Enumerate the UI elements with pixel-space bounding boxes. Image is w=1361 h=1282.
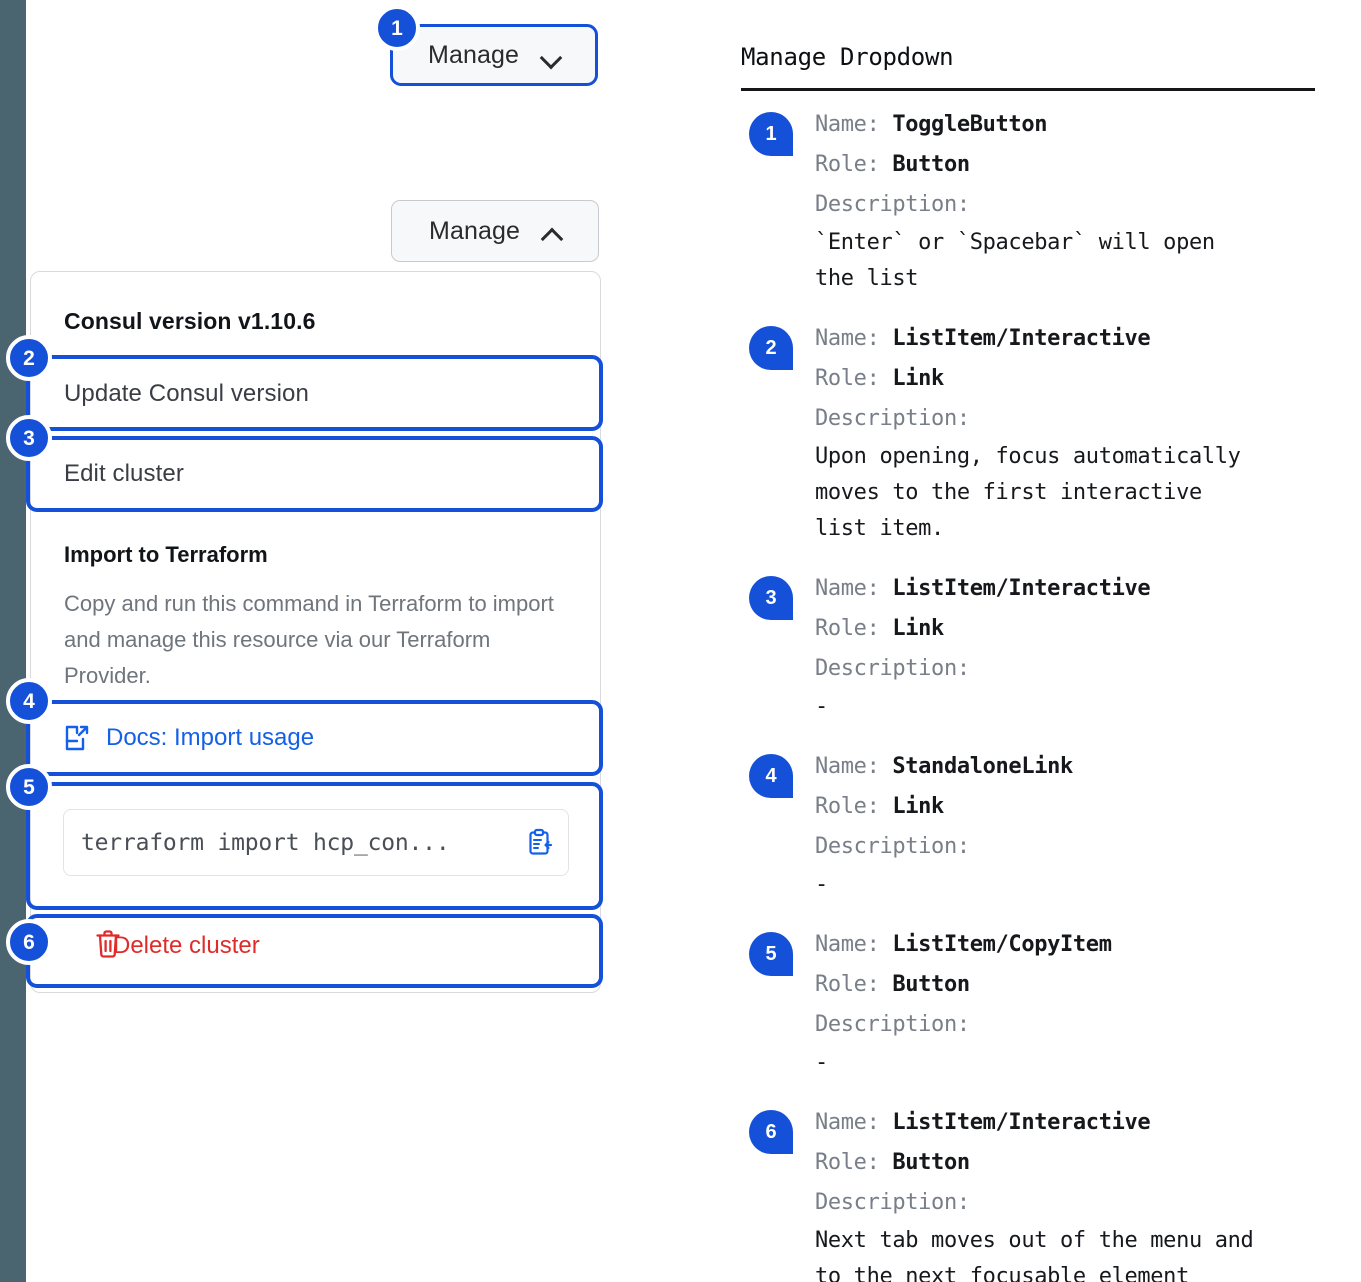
marker-badge-2: 2 [6, 335, 52, 381]
annotation-role-label: Role: [815, 972, 893, 997]
annotation-role-label: Role: [815, 616, 893, 641]
marker-badge-3: 3 [6, 415, 52, 461]
chevron-down-icon [541, 46, 560, 65]
annotation-role-label: Role: [815, 152, 893, 177]
annotation-role-value: Button [892, 972, 970, 997]
annotation-role-row: Role: Button [815, 965, 1341, 1005]
annotation-name-value: ListItem/CopyItem [892, 932, 1112, 957]
annotation-name-label: Name: [815, 576, 893, 601]
annotation-badge-2: 2 [749, 326, 793, 370]
annotation-name-value: ToggleButton [892, 112, 1048, 137]
docs-link-label: Docs: Import usage [106, 724, 315, 751]
annotation-name-value: StandaloneLink [892, 754, 1073, 779]
annotation-name-row: Name: ListItem/Interactive [815, 1103, 1341, 1143]
chevron-up-icon [542, 222, 561, 241]
annotation-name-value: ListItem/Interactive [892, 1110, 1151, 1135]
app-left-rail [0, 0, 26, 1282]
annotation-name-label: Name: [815, 112, 893, 137]
annotation-role-value: Button [892, 152, 970, 177]
annotation-role-label: Role: [815, 366, 893, 391]
manage-dropdown-panel: Consul version v1.10.6 Update Consul ver… [30, 271, 601, 993]
annotation-role-row: Role: Link [815, 609, 1341, 649]
annotation-name-row: Name: ToggleButton [815, 105, 1341, 145]
annotation-description-value: - [815, 872, 828, 897]
annotation-description-label: Description: [815, 406, 970, 431]
annotation-role-row: Role: Button [815, 145, 1341, 185]
annotation-description-value: - [815, 1050, 828, 1075]
marker-badge-5: 5 [6, 764, 52, 810]
annotation-badge-6: 6 [749, 1110, 793, 1154]
annotation-description-value: - [815, 694, 828, 719]
annotation-name-row: Name: ListItem/Interactive [815, 569, 1341, 609]
annotation-description-label: Description: [815, 834, 970, 859]
dropdown-item-update-consul-version[interactable]: Update Consul version [64, 380, 309, 407]
manage-toggle-button-open[interactable]: Manage [391, 200, 599, 262]
trash-icon [95, 929, 121, 959]
annotation-name-label: Name: [815, 326, 893, 351]
dropdown-section-title-import-terraform: Import to Terraform [64, 542, 268, 567]
annotation-role-row: Role: Button [815, 1143, 1341, 1183]
annotation-description-label: Description: [815, 656, 970, 681]
annotation-description-value: Next tab moves out of the menu and to th… [815, 1228, 1254, 1282]
dropdown-separator [47, 511, 586, 512]
annotation-name-label: Name: [815, 1110, 893, 1135]
annotation-name-label: Name: [815, 754, 893, 779]
annotation-name-row: Name: ListItem/Interactive [815, 319, 1341, 359]
marker-badge-6: 6 [6, 919, 52, 965]
annotation-role-value: Link [892, 366, 944, 391]
annotation-role-row: Role: Link [815, 787, 1341, 827]
dropdown-header-consul-version: Consul version v1.10.6 [64, 308, 316, 334]
annotation-badge-3: 3 [749, 576, 793, 620]
marker-badge-4: 4 [6, 678, 52, 724]
annotation-role-label: Role: [815, 1150, 893, 1175]
annotation-badge-1: 1 [749, 112, 793, 156]
dropdown-item-delete-cluster[interactable]: Delete cluster [91, 932, 260, 960]
marker-badge-1: 1 [374, 5, 420, 51]
manage-toggle-label-open: Manage [429, 216, 520, 245]
annotation-name-row: Name: ListItem/CopyItem [815, 925, 1341, 965]
annotation-panel-divider [741, 88, 1315, 91]
annotation-role-row: Role: Link [815, 359, 1341, 399]
annotation-role-value: Link [892, 794, 944, 819]
manage-toggle-button-focused[interactable]: Manage [390, 24, 598, 86]
annotation-description-label: Description: [815, 192, 970, 217]
delete-cluster-label: Delete cluster [113, 932, 260, 959]
annotation-name-row: Name: StandaloneLink [815, 747, 1341, 787]
copy-to-clipboard-icon[interactable] [524, 828, 554, 858]
annotation-description-label: Description: [815, 1190, 970, 1215]
terraform-import-command-text: terraform import hcp_con... [81, 829, 450, 856]
annotation-name-value: ListItem/Interactive [892, 576, 1151, 601]
annotation-role-value: Link [892, 616, 944, 641]
annotation-badge-4: 4 [749, 754, 793, 798]
annotation-description-label: Description: [815, 1012, 970, 1037]
external-link-docs-icon [64, 724, 90, 752]
annotation-description-value: `Enter` or `Spacebar` will open the list [815, 230, 1215, 291]
dropdown-item-edit-cluster[interactable]: Edit cluster [64, 460, 184, 487]
annotation-name-label: Name: [815, 932, 893, 957]
annotation-panel-title: Manage Dropdown [741, 43, 954, 71]
dropdown-docs-import-usage-link[interactable]: Docs: Import usage [64, 724, 314, 752]
annotation-role-label: Role: [815, 794, 893, 819]
annotation-description-value: Upon opening, focus automatically moves … [815, 444, 1241, 541]
annotation-name-value: ListItem/Interactive [892, 326, 1151, 351]
annotation-badge-5: 5 [749, 932, 793, 976]
terraform-import-command-field: terraform import hcp_con... [63, 809, 569, 876]
manage-toggle-label: Manage [428, 40, 519, 69]
annotation-role-value: Button [892, 1150, 970, 1175]
dropdown-section-description: Copy and run this command in Terraform t… [64, 591, 554, 688]
